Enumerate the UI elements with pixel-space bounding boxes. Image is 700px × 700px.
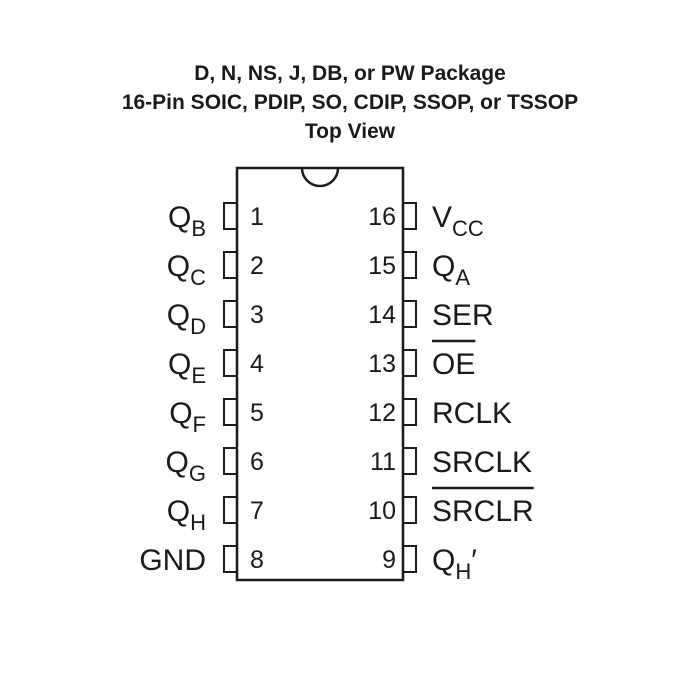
left-pin-name-main-4: Q (168, 348, 191, 381)
right-pin-13 (402, 349, 417, 377)
right-pin-10 (402, 496, 417, 524)
right-pin-name-sub-15: A (455, 265, 470, 290)
left-pin-1 (223, 202, 238, 230)
right-pin-name-15: QA (432, 250, 470, 290)
right-pin-name-9: QH′ (432, 544, 477, 584)
right-pin-number-12: 12 (368, 399, 396, 427)
left-pin-name-main-2: Q (167, 250, 190, 283)
left-pin-number-3: 3 (250, 301, 264, 329)
left-pin-name-sub-3: D (190, 314, 206, 339)
left-pin-3 (223, 300, 238, 328)
package-types: 16-Pin SOIC, PDIP, SO, CDIP, SSOP, or TS… (121, 91, 579, 114)
right-pin-name-10: SRCLR (432, 495, 534, 528)
right-pin-name-16: VCC (432, 201, 484, 241)
left-pin-number-2: 2 (250, 252, 264, 280)
left-pin-4 (223, 349, 238, 377)
right-pin-number-15: 15 (368, 252, 396, 280)
right-pin-name-main-11: SRCLK (432, 446, 532, 479)
left-pin-name-sub-5: F (193, 412, 206, 437)
left-pin-name-sub-1: B (191, 216, 206, 241)
left-pin-name-4: QE (168, 348, 206, 388)
pin1-notch (300, 167, 340, 188)
right-pin-number-10: 10 (368, 497, 396, 525)
left-pin-name-main-7: Q (167, 495, 190, 528)
left-pin-number-7: 7 (250, 497, 264, 525)
left-pin-name-main-1: Q (168, 201, 191, 234)
left-pin-name-3: QD (167, 299, 206, 339)
right-pin-number-11: 11 (370, 448, 396, 476)
right-pin-name-11: SRCLK (432, 446, 532, 479)
right-pin-name-main-13: OE (432, 348, 475, 381)
right-pin-14 (402, 300, 417, 328)
left-pin-name-sub-6: G (189, 461, 206, 486)
right-pin-name-main-9: Q (432, 544, 455, 577)
right-pin-name-main-16: V (432, 201, 452, 234)
left-pin-name-7: QH (167, 495, 206, 535)
left-pin-name-5: QF (169, 397, 206, 437)
left-pin-name-sub-4: E (191, 363, 206, 388)
left-pin-5 (223, 398, 238, 426)
right-pin-name-14: SER (432, 299, 494, 332)
left-pin-number-1: 1 (250, 203, 264, 231)
right-pin-9 (402, 545, 417, 573)
left-pin-name-main-8: GND (139, 544, 206, 577)
left-pin-6 (223, 447, 238, 475)
right-pin-name-prime-9: ′ (471, 544, 477, 577)
right-pin-12 (402, 398, 417, 426)
left-pin-2 (223, 251, 238, 279)
left-pin-number-5: 5 (250, 399, 264, 427)
left-pin-name-8: GND (139, 544, 206, 577)
left-pin-8 (223, 545, 238, 573)
right-pin-name-12: RCLK (432, 397, 512, 430)
right-pin-number-14: 14 (368, 301, 396, 329)
view-label: Top View (304, 120, 396, 143)
left-pin-number-4: 4 (250, 350, 264, 378)
left-pin-name-sub-2: C (190, 265, 206, 290)
right-pin-name-main-14: SER (432, 299, 494, 332)
right-pin-number-13: 13 (368, 350, 396, 378)
left-pin-name-6: QG (166, 446, 206, 486)
left-pin-number-6: 6 (250, 448, 264, 476)
right-pin-name-main-15: Q (432, 250, 455, 283)
right-pin-name-main-12: RCLK (432, 397, 512, 430)
left-pin-name-main-3: Q (167, 299, 190, 332)
right-pin-name-sub-9: H (455, 559, 471, 584)
right-pin-16 (402, 202, 417, 230)
left-pin-name-1: QB (168, 201, 206, 241)
right-pin-15 (402, 251, 417, 279)
left-pin-number-8: 8 (250, 546, 264, 574)
right-pin-11 (402, 447, 417, 475)
right-pin-number-9: 9 (382, 546, 396, 574)
left-pin-name-main-6: Q (166, 446, 189, 479)
right-pin-name-main-10: SRCLR (432, 495, 534, 528)
left-pin-7 (223, 496, 238, 524)
left-pin-name-main-5: Q (169, 397, 192, 430)
right-pin-name-13: OE (432, 348, 475, 381)
right-pin-name-sub-16: CC (452, 216, 484, 241)
right-pin-number-16: 16 (368, 203, 396, 231)
package-title: D, N, NS, J, DB, or PW Package (194, 62, 506, 85)
left-pin-name-sub-7: H (190, 510, 206, 535)
left-pin-name-2: QC (167, 250, 206, 290)
